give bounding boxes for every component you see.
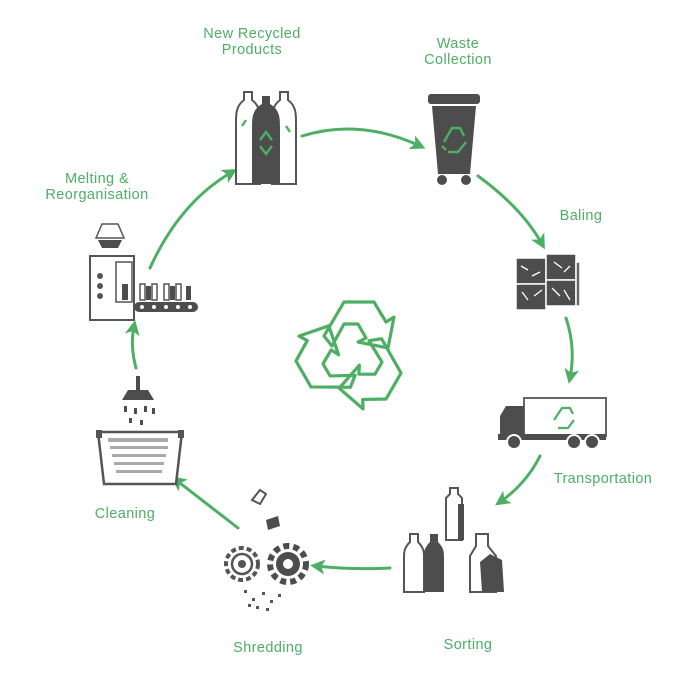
label-baling: Baling: [546, 208, 616, 224]
gears-icon: [224, 488, 309, 611]
label-transportation: Transportation: [538, 471, 668, 487]
label-new-recycled-products: New Recycled Products: [178, 26, 326, 58]
label-line: Reorganisation: [45, 187, 149, 203]
washing-basin-icon: [96, 376, 184, 486]
label-line: Products: [221, 42, 283, 58]
label-shredding: Shredding: [218, 640, 318, 656]
label-line: New Recycled: [203, 26, 301, 42]
recycle-icon: [294, 300, 403, 411]
label-line: Melting &: [64, 171, 130, 187]
sorted-containers-icon: [403, 487, 504, 593]
arrow-baling-to-transport: [564, 316, 580, 384]
arrow-sorting-to-shredding: [310, 559, 392, 575]
arrow-melting-to-products: [148, 168, 238, 270]
label-line: Sorting: [443, 637, 493, 653]
label-cleaning: Cleaning: [80, 506, 170, 522]
cycle-arrows: [124, 127, 580, 575]
label-line: Cleaning: [94, 506, 156, 522]
arrow-collection-to-baling: [476, 174, 545, 250]
label-line: Shredding: [233, 640, 303, 656]
label-sorting: Sorting: [428, 637, 508, 653]
bottles-icon: [235, 91, 297, 185]
bales-icon: [515, 253, 581, 311]
label-waste-collection: Waste Collection: [394, 36, 522, 68]
recycling-bin-icon: [428, 94, 480, 185]
arrow-cleaning-to-melting: [124, 320, 140, 370]
label-line: Transportation: [553, 471, 653, 487]
arrow-shredding-to-cleaning: [171, 476, 240, 530]
label-line: Collection: [424, 52, 492, 68]
label-melting-reorganisation: Melting & Reorganisation: [28, 171, 166, 203]
label-line: Waste: [436, 36, 480, 52]
arrow-products-to-collection: [300, 127, 426, 149]
conveyor-machine-icon: [89, 223, 198, 321]
truck-icon: [498, 397, 607, 450]
arrow-transport-to-sorting: [495, 454, 542, 506]
label-line: Baling: [559, 208, 603, 224]
